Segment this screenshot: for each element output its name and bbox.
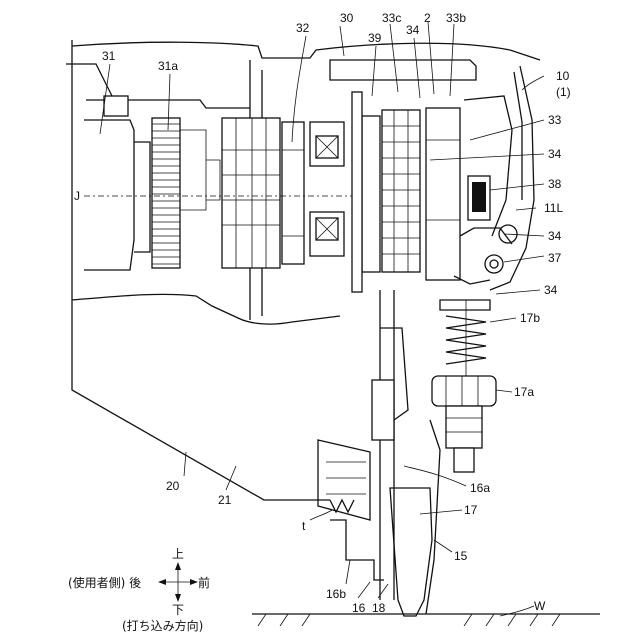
label-t: t	[302, 519, 306, 533]
driver-16	[372, 290, 408, 600]
label-39: 39	[368, 31, 382, 45]
label-33: 33	[548, 113, 562, 127]
label-16b: 16b	[326, 587, 346, 601]
label-31: 31	[102, 49, 116, 63]
label-W: W	[534, 599, 546, 613]
leader-lines	[100, 22, 544, 616]
label-38: 38	[548, 177, 562, 191]
orientation-indicator: 上 (使用者側) 後 前 下 (打ち込み方向)	[68, 547, 210, 633]
orientation-up: 上	[172, 547, 184, 561]
label-2: 2	[424, 11, 431, 25]
label-15: 15	[454, 549, 468, 563]
label-17: 17	[464, 503, 478, 517]
label-33c: 33c	[382, 11, 401, 25]
label-20: 20	[166, 479, 180, 493]
bearing-upper	[310, 122, 344, 166]
label-11L: 11L	[544, 201, 563, 215]
orientation-front: 前	[198, 575, 210, 590]
label-34-a: 34	[548, 147, 562, 161]
label-31a: 31a	[158, 59, 178, 73]
reference-labels: 30 32 33c 39 34 2 33b 10 (1) 31 31a 33 3…	[74, 11, 571, 615]
label-21: 21	[218, 493, 232, 507]
label-34-top: 34	[406, 23, 420, 37]
label-34-b: 34	[548, 229, 562, 243]
motor-31	[84, 96, 150, 270]
latch-mechanism	[454, 96, 517, 284]
label-32: 32	[296, 21, 310, 35]
orientation-drive-direction: (打ち込み方向)	[122, 618, 203, 633]
orientation-rear: (使用者側) 後	[68, 575, 141, 590]
magazine-20	[318, 440, 370, 520]
label-18: 18	[372, 601, 386, 615]
gear-31a	[152, 118, 220, 268]
base-16b	[330, 520, 384, 580]
nut-17a	[432, 376, 496, 472]
orientation-down: 下	[172, 603, 184, 617]
label-16a: 16a	[470, 481, 490, 495]
label-37: 37	[548, 251, 562, 265]
label-17a: 17a	[514, 385, 534, 399]
label-16: 16	[352, 601, 366, 615]
label-17b: 17b	[520, 311, 540, 325]
label-30: 30	[340, 11, 354, 25]
drum-33	[352, 92, 460, 292]
workpiece-W	[252, 614, 600, 626]
label-34-c: 34	[544, 283, 558, 297]
label-10: 10	[556, 69, 570, 83]
label-J: J	[74, 189, 80, 203]
nose-17	[390, 420, 440, 616]
label-33b: 33b	[446, 11, 466, 25]
bearing-lower	[310, 212, 344, 256]
label-1: (1)	[556, 85, 571, 99]
